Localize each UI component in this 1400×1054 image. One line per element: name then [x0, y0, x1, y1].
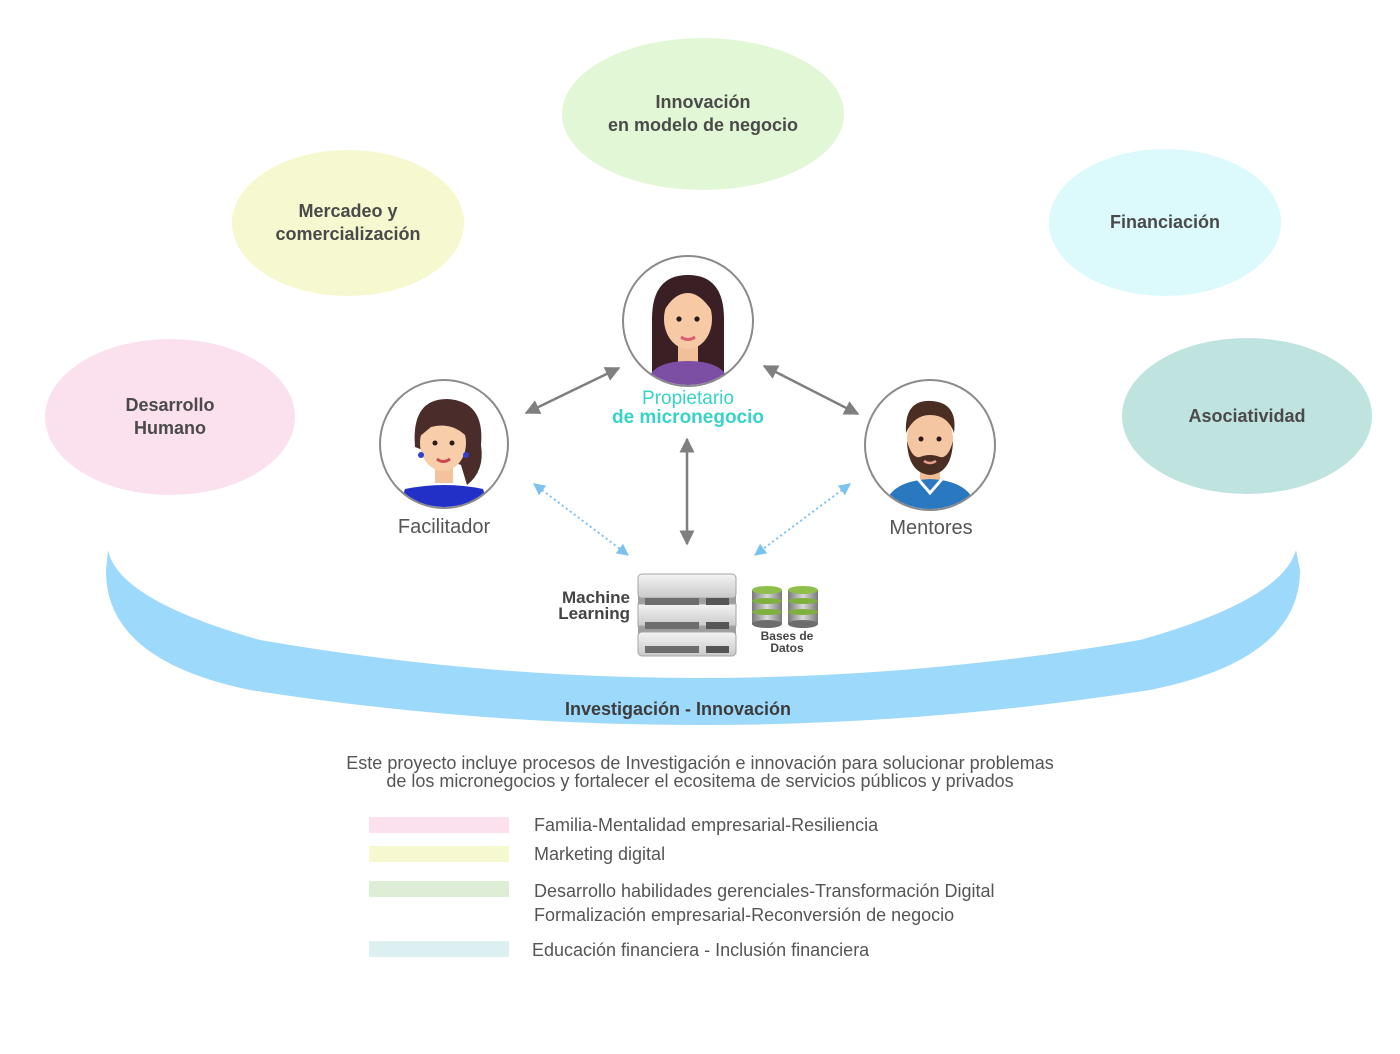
- ml-label-line: Learning: [558, 604, 630, 623]
- legend-text: Desarrollo habilidades gerenciales-Trans…: [534, 879, 995, 927]
- legend-line: Marketing digital: [534, 844, 666, 864]
- machine-learning-label: Machine Learning: [520, 588, 630, 623]
- arrow-owner-facilitator: [524, 366, 621, 415]
- pillar-label-line: Innovación: [655, 92, 751, 112]
- owner-label-line1: Propietario: [642, 388, 734, 409]
- mentors-label: Mentores: [889, 517, 973, 539]
- legend-line: Familia-Mentalidad empresarial-Resilienc…: [534, 815, 879, 835]
- mentors-avatar: [864, 379, 996, 511]
- databases-label: Bases de Datos: [745, 630, 829, 654]
- legend-swatch: [369, 846, 509, 862]
- owner-avatar: [622, 255, 754, 387]
- legend-line: Formalización empresarial-Reconversión d…: [534, 905, 955, 925]
- database-icon: [752, 586, 818, 628]
- facilitator-avatar: [379, 379, 509, 509]
- woman-facilitator-icon: [399, 399, 489, 507]
- woman-owner-icon: [646, 275, 730, 385]
- pillar-label-line: Asociatividad: [1188, 405, 1306, 426]
- legend-text: Familia-Mentalidad empresarial-Resilienc…: [534, 813, 878, 837]
- pillar-label-line: Mercadeo y: [298, 201, 398, 221]
- owner-label: Propietario de micronegocio: [588, 389, 788, 427]
- pillar-financiacion: Financiación: [1049, 149, 1281, 296]
- pillar-label-line: Desarrollo: [125, 395, 215, 415]
- legend-item: Desarrollo habilidades gerenciales-Trans…: [369, 881, 995, 927]
- project-description: Este proyecto incluye procesos de Invest…: [250, 754, 1150, 790]
- db-label-line: Datos: [770, 641, 804, 655]
- legend-swatch: [369, 881, 509, 897]
- pillar-desarrollo-humano: Desarrollo Humano: [45, 339, 295, 495]
- research-innovation-label: Investigación - Innovación: [564, 699, 792, 719]
- db-label-line: Bases de: [760, 629, 814, 643]
- legend-text: Educación financiera - Inclusión financi…: [532, 938, 869, 962]
- arrow-mentors-server: [754, 483, 851, 556]
- legend-line: Educación financiera - Inclusión financi…: [532, 940, 870, 960]
- legend-swatch: [369, 941, 509, 957]
- pillar-asociatividad: Asociatividad: [1122, 338, 1372, 494]
- description-line: Este proyecto incluye procesos de Invest…: [346, 753, 1054, 773]
- facilitator-label: Facilitador: [397, 516, 491, 538]
- pillar-innovacion-modelo: Innovación en modelo de negocio: [562, 38, 844, 190]
- pillar-label-line: comercialización: [275, 224, 421, 244]
- legend-item: Educación financiera - Inclusión financi…: [369, 938, 869, 962]
- legend-line: Desarrollo habilidades gerenciales-Trans…: [534, 881, 995, 901]
- server-icon: [637, 573, 737, 657]
- base-arc: [105, 550, 1300, 725]
- pillar-label-line: Humano: [133, 418, 206, 438]
- legend-item: Familia-Mentalidad empresarial-Resilienc…: [369, 815, 878, 837]
- pillar-label-line: Financiación: [1109, 212, 1221, 232]
- legend-item: Marketing digital: [369, 844, 665, 866]
- arrow-facilitator-server: [533, 483, 629, 556]
- description-line: de los micronegocios y fortalecer el eco…: [386, 771, 1014, 791]
- owner-label-line2: de micronegocio: [611, 407, 765, 428]
- pillar-label-line: en modelo de negocio: [607, 115, 799, 135]
- legend-swatch: [369, 817, 509, 833]
- legend-text: Marketing digital: [534, 842, 665, 866]
- arrow-owner-mentors: [762, 364, 860, 416]
- man-mentor-icon: [884, 400, 976, 509]
- ml-label-line: Machine: [561, 588, 630, 607]
- pillar-mercadeo: Mercadeo y comercialización: [232, 150, 464, 296]
